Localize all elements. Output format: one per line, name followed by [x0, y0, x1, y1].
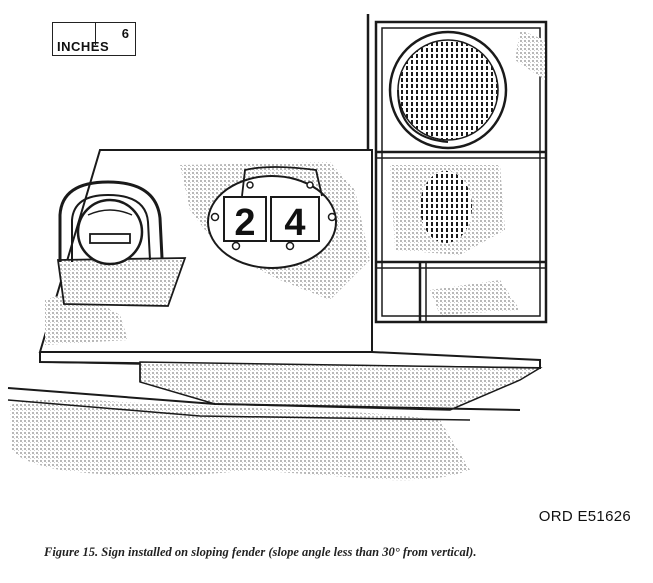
reference-number: ORD E51626: [538, 508, 631, 525]
bumper-line-3: [39, 361, 141, 382]
sign-card-left: [223, 196, 267, 242]
louver-panel: [420, 171, 472, 243]
sign-digit-left: 2: [234, 202, 255, 244]
sign-card-right: [270, 196, 320, 242]
scale-unit-label: INCHES: [57, 39, 110, 54]
fender-shading-left: [45, 295, 128, 345]
figure-caption: Figure 15. Sign installed on sloping fen…: [44, 545, 477, 559]
scale-value-label: 6: [121, 26, 129, 41]
bumper-line-2: [7, 399, 471, 421]
ground-shadow: [10, 399, 470, 481]
blackout-light-icon: [56, 180, 187, 307]
headlamp-icon: [388, 30, 508, 150]
sign-assembly: 2 4: [207, 166, 337, 269]
scale-tick: [95, 23, 96, 45]
bumper-line-1: [7, 387, 521, 411]
scale-bar: INCHES 6: [52, 22, 136, 56]
sign-digit-right: 4: [284, 202, 305, 244]
